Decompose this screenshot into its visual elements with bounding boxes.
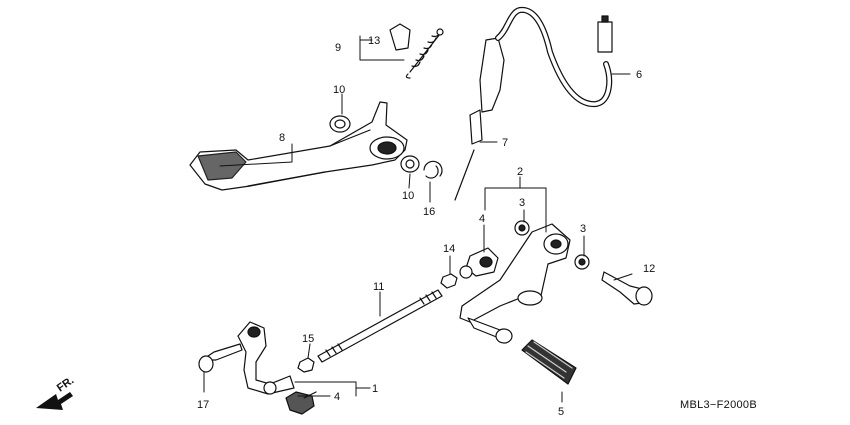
spring-part — [389, 23, 444, 79]
callout-label: 12 — [643, 263, 655, 275]
pivot-bolt-part — [601, 271, 653, 306]
callout-label: 14 — [443, 243, 455, 255]
callout-label: 15 — [302, 333, 314, 345]
callout-label: 3 — [519, 197, 525, 209]
leader-lines — [203, 35, 633, 403]
pedal-rubber-part — [521, 339, 577, 385]
brake-pedal-part — [189, 101, 408, 191]
callout-label: 17 — [197, 399, 209, 411]
rod-end-part — [285, 391, 317, 415]
shift-arm-part — [237, 321, 295, 395]
rod-end-part — [459, 247, 499, 279]
callout-label: 9 — [335, 42, 341, 54]
callout-label: 2 — [517, 166, 523, 178]
washer-part — [329, 115, 351, 133]
front-arrow-icon — [36, 392, 73, 410]
nut-part — [297, 357, 315, 373]
callout-label: 5 — [558, 406, 564, 418]
callout-label: 16 — [423, 206, 435, 218]
nut-part — [440, 273, 458, 289]
callout-label: 1 — [372, 383, 378, 395]
callout-label: 10 — [402, 190, 414, 202]
clip-part — [423, 160, 443, 179]
callout-label: 10 — [333, 84, 345, 96]
washer-part — [574, 254, 590, 270]
callout-label: 4 — [479, 213, 485, 225]
tie-rod-part — [317, 289, 443, 363]
callout-label: 8 — [279, 132, 285, 144]
callout-label: 7 — [502, 137, 508, 149]
callout-label: 3 — [580, 223, 586, 235]
washer-part — [514, 220, 530, 236]
front-marker-label: FR. — [55, 374, 76, 394]
bolt-part — [198, 343, 243, 373]
callout-label: 11 — [373, 281, 384, 293]
washer-part — [400, 155, 420, 173]
brake-switch-part — [454, 6, 613, 201]
diagram-code: MBL3−F2000B — [680, 399, 757, 411]
callout-label: 4 — [334, 391, 340, 403]
callout-label: 13 — [368, 35, 380, 47]
callout-label: 6 — [636, 69, 642, 81]
gearshift-pedal-part — [459, 223, 571, 344]
